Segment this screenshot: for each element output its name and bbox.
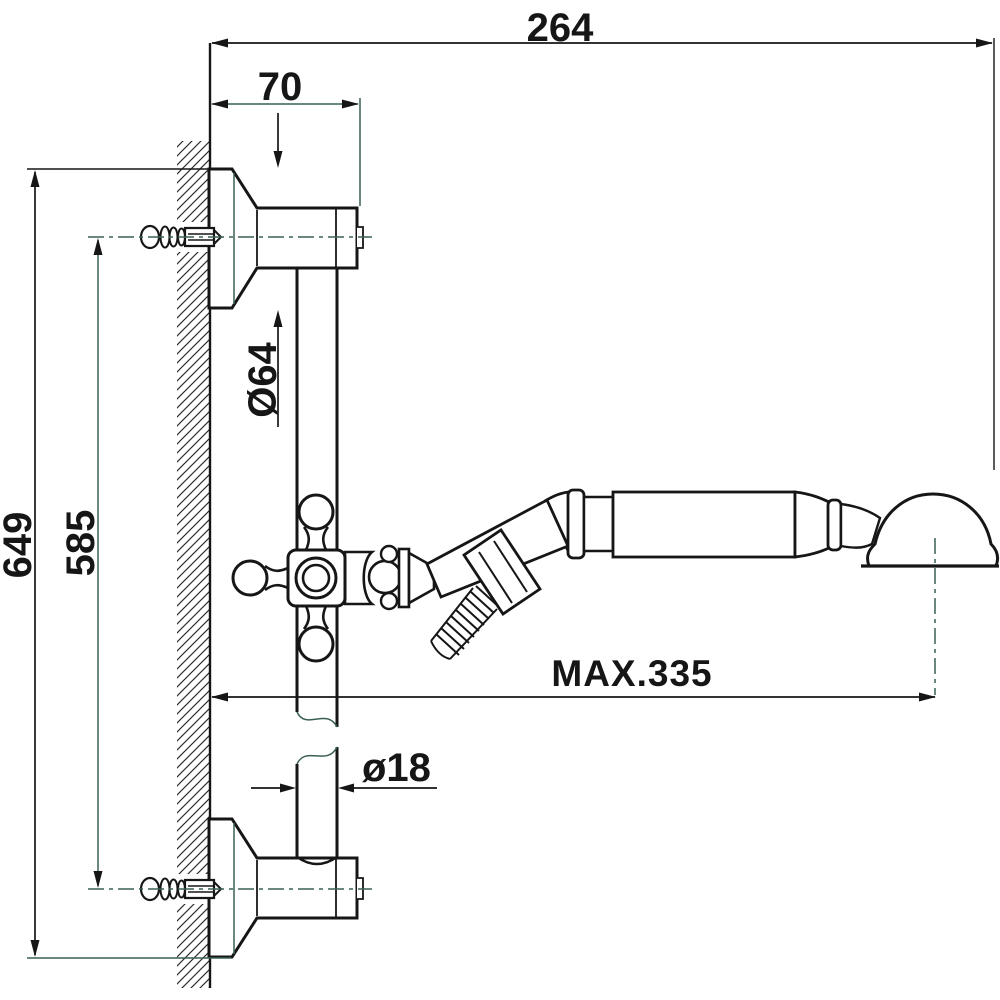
arm-stem-bottom (302, 605, 330, 630)
slide-bar-lower (295, 747, 339, 858)
hub-ring-inner (301, 563, 331, 593)
arrowhead-right (342, 99, 359, 109)
dimension-fixing-centres: 585 (59, 238, 103, 888)
slider-clamp-spool (343, 550, 376, 606)
label-overall-height: 649 (0, 512, 40, 579)
dimension-bar-diameter: ø18 (251, 746, 437, 793)
arrowhead-left (211, 692, 228, 702)
arrowhead-down (273, 151, 283, 168)
bar-end-arc (296, 856, 338, 866)
label-bracket-projection: 70 (258, 65, 303, 109)
top-wall-bracket (139, 167, 364, 310)
arm-stem-left (264, 564, 289, 592)
label-flange-diameter: Ø64 (241, 341, 285, 417)
handle-taper (793, 490, 833, 559)
arrowhead-up (273, 310, 283, 327)
handle-collar-ring (566, 488, 586, 560)
slide-bar (295, 268, 339, 866)
arrowhead-bottom (93, 871, 103, 888)
hose-guard-ribs (435, 585, 500, 656)
dimension-bracket-projection: 70 (211, 65, 361, 206)
arrowhead-top (30, 170, 40, 187)
arm-stem-top (302, 526, 330, 551)
dimension-overall-width: 264 (211, 6, 995, 470)
screw-shank-lines (188, 885, 214, 893)
bar-break-line-bottom (296, 746, 338, 765)
swivel-pin-top (379, 544, 399, 564)
arrowhead-left (211, 38, 228, 48)
bottom-wall-bracket (139, 817, 364, 959)
handle-ball-left (231, 559, 269, 597)
arrowhead-bottom (30, 940, 40, 957)
arrowhead-right-pointing (280, 783, 296, 793)
wall-section (176, 43, 212, 988)
label-max-reach: MAX.335 (551, 653, 712, 694)
top-bracket-body (207, 167, 359, 310)
arrowhead-right (976, 38, 993, 48)
arrowhead-left-pointing (338, 783, 354, 793)
arrowhead-top (93, 238, 103, 255)
head-neck (839, 502, 882, 549)
label-bar-diameter: ø18 (362, 746, 431, 790)
wall-hatch (177, 141, 210, 988)
handle-neck (582, 495, 615, 553)
holder-cone (407, 550, 436, 606)
label-overall-width: 264 (527, 6, 594, 50)
swivel-pin-bottom (379, 591, 399, 611)
cross-handle (231, 493, 347, 663)
centerlines (88, 236, 936, 890)
bar-break-line-top (296, 711, 338, 728)
slide-bar-upper (295, 268, 339, 727)
swivel-nut-flats (478, 540, 528, 604)
hose-guard-edges (430, 587, 498, 660)
arrowhead-left (211, 99, 228, 109)
dimension-overall-height: 649 (0, 168, 231, 959)
handle-ball-top (297, 493, 335, 531)
head-collar-ring (826, 498, 843, 552)
hand-shower-assembly (343, 488, 1000, 660)
bottom-bracket-body (207, 817, 359, 959)
holder-plate (397, 547, 411, 609)
swivel-joint-circle (367, 559, 403, 595)
handle-ball-bottom (297, 625, 335, 663)
dimension-flange-diameter: Ø64 (241, 113, 285, 427)
handle-grip (611, 490, 797, 559)
label-fixing-centres: 585 (59, 510, 103, 577)
shower-head-bell (866, 492, 1000, 568)
dimension-max-reach: MAX.335 (211, 653, 936, 702)
swivel-nut (462, 528, 542, 616)
screw-shank-lines (188, 233, 214, 241)
arrowhead-right (919, 692, 936, 702)
hose-guard (430, 585, 500, 660)
